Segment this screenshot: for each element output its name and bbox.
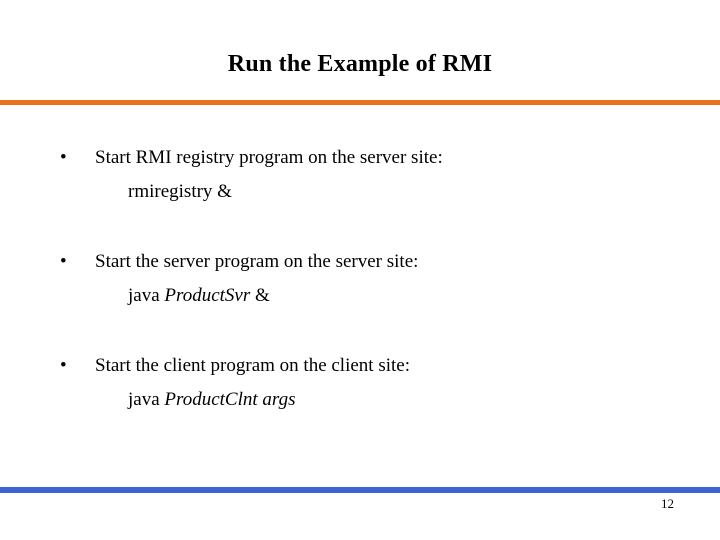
sub-line-plain-before: java [128,285,165,306]
bullet-item: • Start the server program on the server… [0,250,720,274]
bullet-block: • Start RMI registry program on the serv… [0,146,720,250]
bullet-item: • Start the client program on the client… [0,354,720,378]
bullet-text: Start the client program on the client s… [95,355,410,376]
sub-line-emphasis: ProductClnt args [164,389,296,410]
slide-body: • Start RMI registry program on the serv… [0,146,720,458]
sub-line-plain-before: rmiregistry & [128,181,232,202]
title-divider-rule [0,100,720,105]
bullet-marker-icon: • [60,355,67,376]
bullet-text: Start RMI registry program on the server… [95,147,443,168]
page-number: 12 [661,496,674,511]
bullet-sub-line: rmiregistry & [0,180,720,204]
footer-divider-rule [0,487,720,493]
bullet-item: • Start RMI registry program on the serv… [0,146,720,170]
sub-line-plain-after: & [250,285,270,306]
bullet-marker-icon: • [60,251,67,272]
bullet-block: • Start the server program on the server… [0,250,720,354]
bullet-text: Start the server program on the server s… [95,251,419,272]
sub-line-emphasis: ProductSvr [164,285,251,306]
bullet-marker-icon: • [60,147,67,168]
bullet-block: • Start the client program on the client… [0,354,720,458]
bullet-sub-line: java ProductSvr & [0,284,720,308]
bullet-sub-line: java ProductClnt args [0,388,720,412]
sub-line-plain-before: java [128,389,165,410]
slide-title: Run the Example of RMI [227,51,493,77]
